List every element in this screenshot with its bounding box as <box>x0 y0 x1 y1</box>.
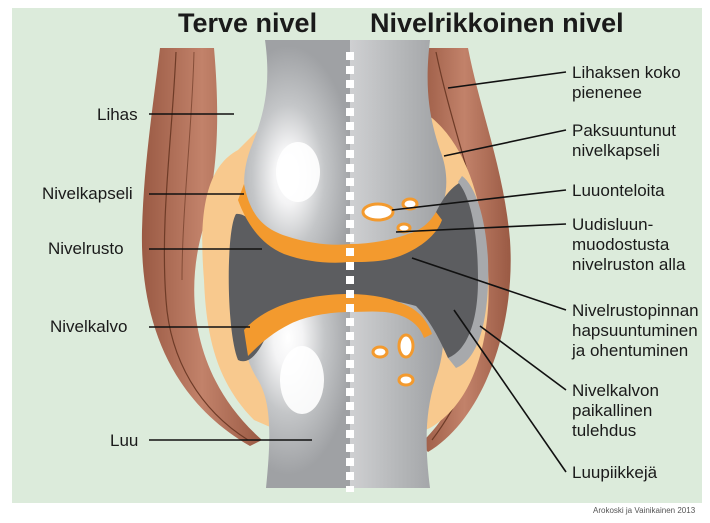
title-healthy: Terve nivel <box>178 8 317 38</box>
upper-bone <box>244 40 446 248</box>
svg-text:Nivelrusto: Nivelrusto <box>48 239 124 258</box>
credit-text: Arokoski ja Vainikainen 2013 <box>593 506 696 515</box>
title-diseased: Nivelrikkoinen nivel <box>370 8 624 38</box>
svg-text:Luupiikkejä: Luupiikkejä <box>572 463 658 482</box>
svg-text:Nivelkalvo: Nivelkalvo <box>50 317 127 336</box>
svg-text:Lihas: Lihas <box>97 105 138 124</box>
svg-text:Nivelkapseli: Nivelkapseli <box>42 184 133 203</box>
svg-text:Luuonteloita: Luuonteloita <box>572 181 665 200</box>
svg-text:Nivelrustopinnan hapsuun: Nivelrustopinnan hapsuuntuminen ja ohent… <box>571 301 703 360</box>
svg-text:Luu: Luu <box>110 431 138 450</box>
